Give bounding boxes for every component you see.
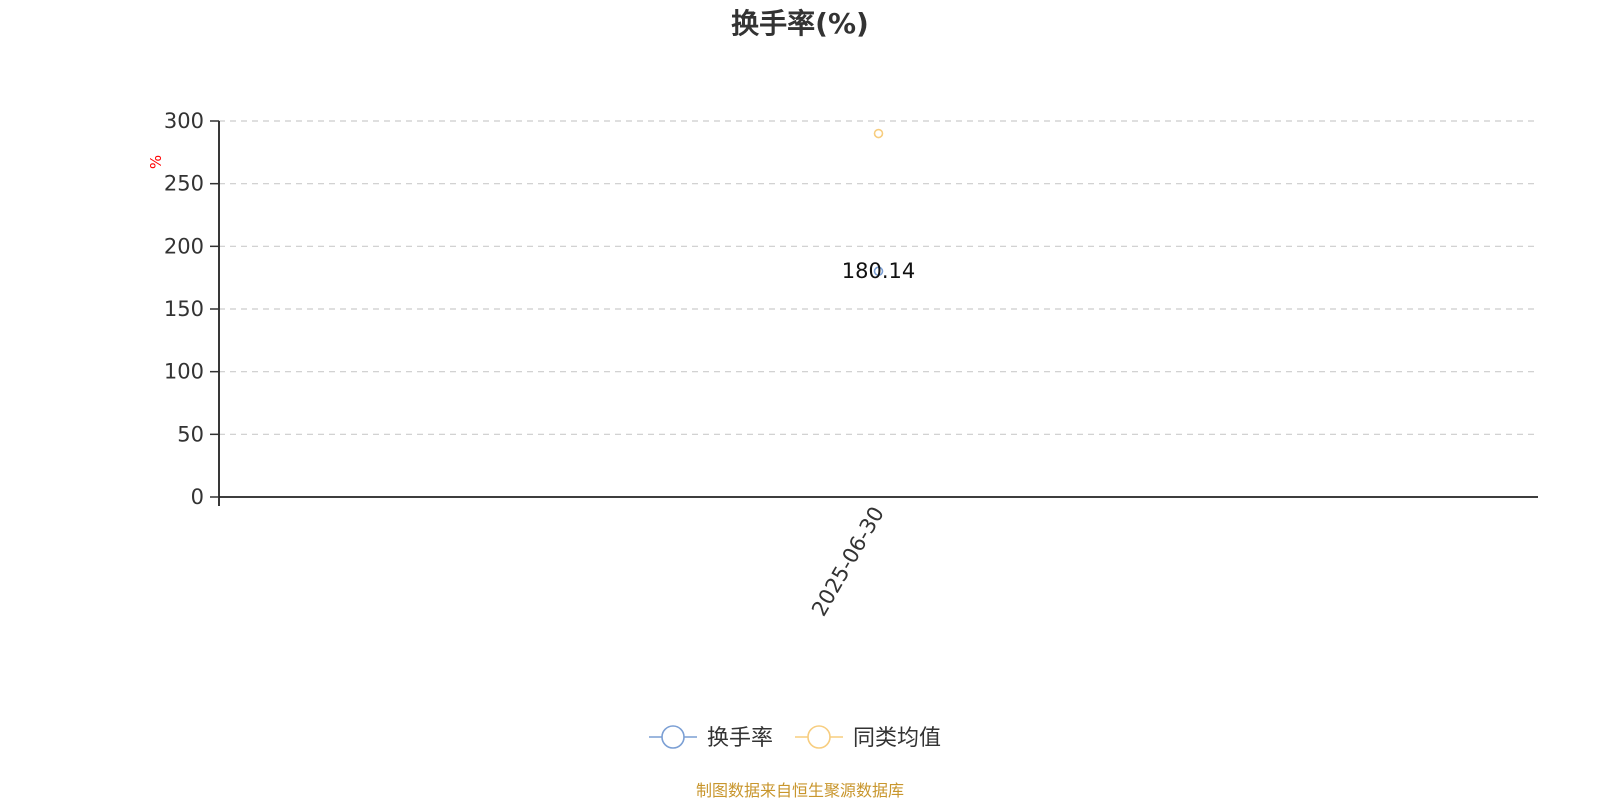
data-point [873, 266, 884, 277]
legend-circle-icon [661, 725, 685, 749]
legend-item[interactable]: 同类均值 [795, 725, 941, 751]
data-series: 180.14 [842, 128, 915, 283]
legend-label: 换手率 [707, 726, 773, 751]
y-tick-label: 250 [164, 172, 204, 196]
x-tick-label: 2025-06-30 [807, 503, 889, 621]
y-tick-label: 150 [164, 297, 204, 321]
legend-label: 同类均值 [853, 726, 941, 751]
chart-title: 换手率(%) [731, 7, 869, 40]
y-axis-ticks: 0 50 100 150 200 250 300 [164, 109, 219, 509]
data-point [873, 128, 884, 139]
data-source-note: 制图数据来自恒生聚源数据库 [696, 781, 904, 800]
legend[interactable]: 换手率 同类均值 [649, 725, 941, 751]
y-axis-unit-label: % [147, 155, 165, 169]
axes [218, 121, 1538, 506]
y-tick-label: 0 [191, 485, 204, 509]
y-tick-label: 100 [164, 360, 204, 384]
data-label: 180.14 [842, 259, 915, 283]
y-tick-label: 50 [177, 422, 204, 446]
x-axis-ticks: 2025-06-30 [807, 503, 889, 621]
y-tick-label: 300 [164, 109, 204, 133]
y-tick-label: 200 [164, 234, 204, 258]
legend-item[interactable]: 换手率 [649, 725, 773, 751]
legend-circle-icon [807, 725, 831, 749]
